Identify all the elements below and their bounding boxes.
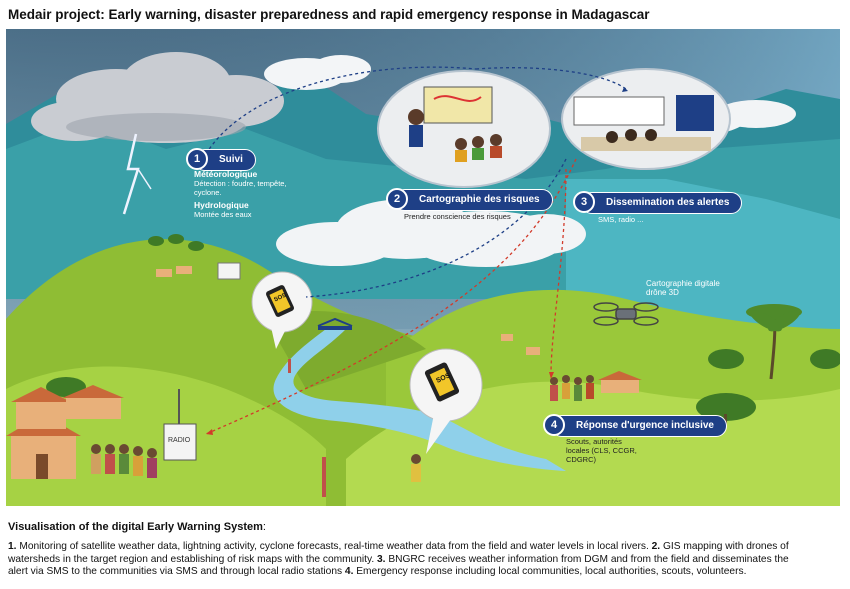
step-1-number: 1 (186, 148, 208, 170)
step-4-label: Réponse d'urgence inclusive (551, 415, 727, 437)
alert-dissemination-bubble (561, 68, 731, 170)
meteo-heading: Météorologique (194, 169, 258, 179)
drone-label: Cartographie digitale drône 3D (646, 279, 720, 297)
step-1-label: Suivi (194, 149, 256, 171)
village-houses (6, 266, 642, 479)
caption-body: 1. Monitoring of satellite weather data,… (8, 541, 840, 579)
hydro-heading: Hydrologique (194, 200, 249, 210)
radio-label: RADIO (168, 437, 191, 444)
caption-line-2: watersheds in the target region and esta… (8, 553, 789, 565)
community-group (91, 375, 594, 482)
step-2-text: Prendre conscience des risques (404, 212, 511, 221)
step-2-label: Cartographie des risques (394, 189, 553, 211)
phone-bubble-top (251, 271, 313, 349)
page-title: Medair project: Early warning, disaster … (8, 7, 650, 22)
risk-mapping-bubble (377, 70, 551, 188)
step-4-text: Scouts, autorités locales (CLS, CCGR, CD… (566, 437, 637, 464)
bridge-icon (317, 317, 353, 330)
caption-line-1: 1. Monitoring of satellite weather data,… (8, 541, 789, 552)
phone-bubble-bottom (409, 348, 483, 454)
caption-title: Visualisation of the digital Early Warni… (8, 521, 266, 533)
hydro-text: Montée des eaux (194, 210, 252, 219)
white-cloud-mid (276, 199, 586, 267)
step-2-number: 2 (386, 188, 408, 210)
step-4-number: 4 (543, 414, 565, 436)
meteo-text: Détection : foudre, tempête, cyclone. (194, 179, 287, 197)
tree-icon (46, 234, 840, 421)
step-3-label: Dissemination des alertes (581, 192, 743, 214)
drone-icon (593, 302, 659, 326)
white-cloud-top (264, 55, 371, 90)
step-3-number: 3 (573, 191, 595, 213)
water-level-gauge (322, 457, 326, 497)
early-warning-illustration: Suivi 1 Météorologique Détection : foudr… (6, 29, 840, 506)
step-3-text: SMS, radio ... (598, 215, 644, 224)
radio-station-icon (163, 389, 197, 461)
illustration-scene (6, 29, 840, 506)
step-1-details: Météorologique Détection : foudre, tempê… (194, 169, 314, 220)
caption-line-3: alert via SMS to the communities via SMS… (8, 566, 747, 577)
lightning-bolt (122, 133, 140, 215)
